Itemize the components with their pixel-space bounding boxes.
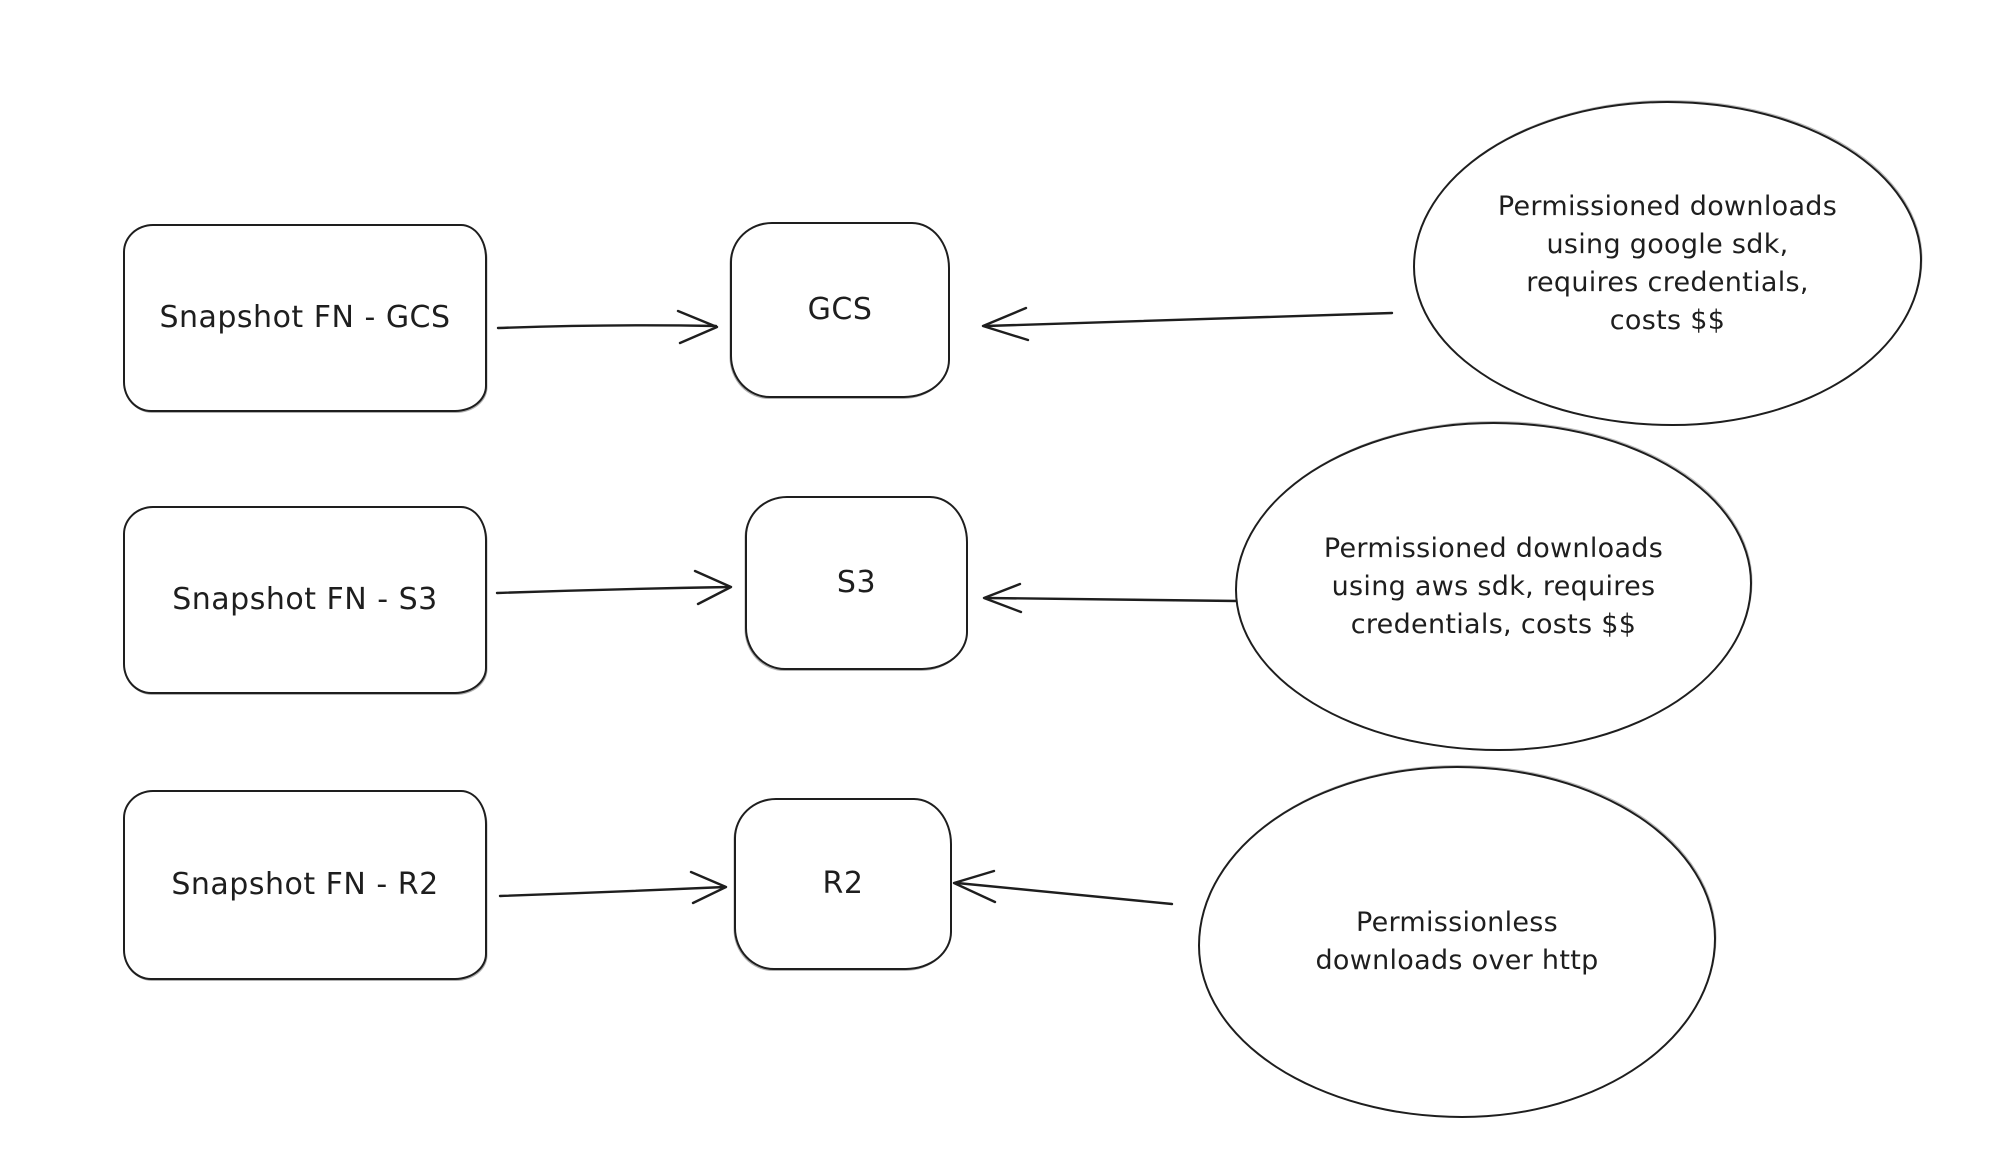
note-ellipse-gcs: Permissioned downloads using google sdk,… (1413, 101, 1922, 426)
node-r2: R2 (734, 798, 952, 970)
note-ellipse-s3: Permissioned downloads using aws sdk, re… (1235, 422, 1752, 751)
node-snapshot-fn-s3: Snapshot FN - S3 (123, 506, 487, 694)
node-snapshot-fn-r2-label: Snapshot FN - R2 (171, 867, 439, 903)
node-s3: S3 (745, 496, 968, 670)
arrow-note-gcs-to-gcs (981, 306, 1394, 342)
arrow-snapshot-s3-to-s3 (495, 569, 733, 606)
node-gcs-label: GCS (807, 292, 873, 328)
note-ellipse-gcs-text: Permissioned downloads using google sdk,… (1497, 190, 1838, 336)
node-r2-label: R2 (822, 866, 864, 902)
note-ellipse-r2-text: Permissionless downloads over http (1315, 907, 1599, 976)
node-snapshot-fn-gcs: Snapshot FN - GCS (123, 224, 487, 412)
arrow-note-s3-to-s3 (982, 582, 1240, 614)
arrow-snapshot-r2-to-r2 (498, 870, 728, 905)
node-snapshot-fn-s3-label: Snapshot FN - S3 (172, 582, 438, 618)
arrow-note-r2-to-r2 (952, 869, 1174, 906)
node-snapshot-fn-gcs-label: Snapshot FN - GCS (159, 300, 451, 336)
node-snapshot-fn-r2: Snapshot FN - R2 (123, 790, 487, 980)
note-ellipse-r2: Permissionless downloads over http (1198, 766, 1716, 1118)
node-gcs: GCS (730, 222, 950, 398)
note-ellipse-s3-text: Permissioned downloads using aws sdk, re… (1323, 532, 1664, 640)
node-s3-label: S3 (836, 565, 877, 601)
arrow-snapshot-gcs-to-gcs (496, 309, 719, 345)
